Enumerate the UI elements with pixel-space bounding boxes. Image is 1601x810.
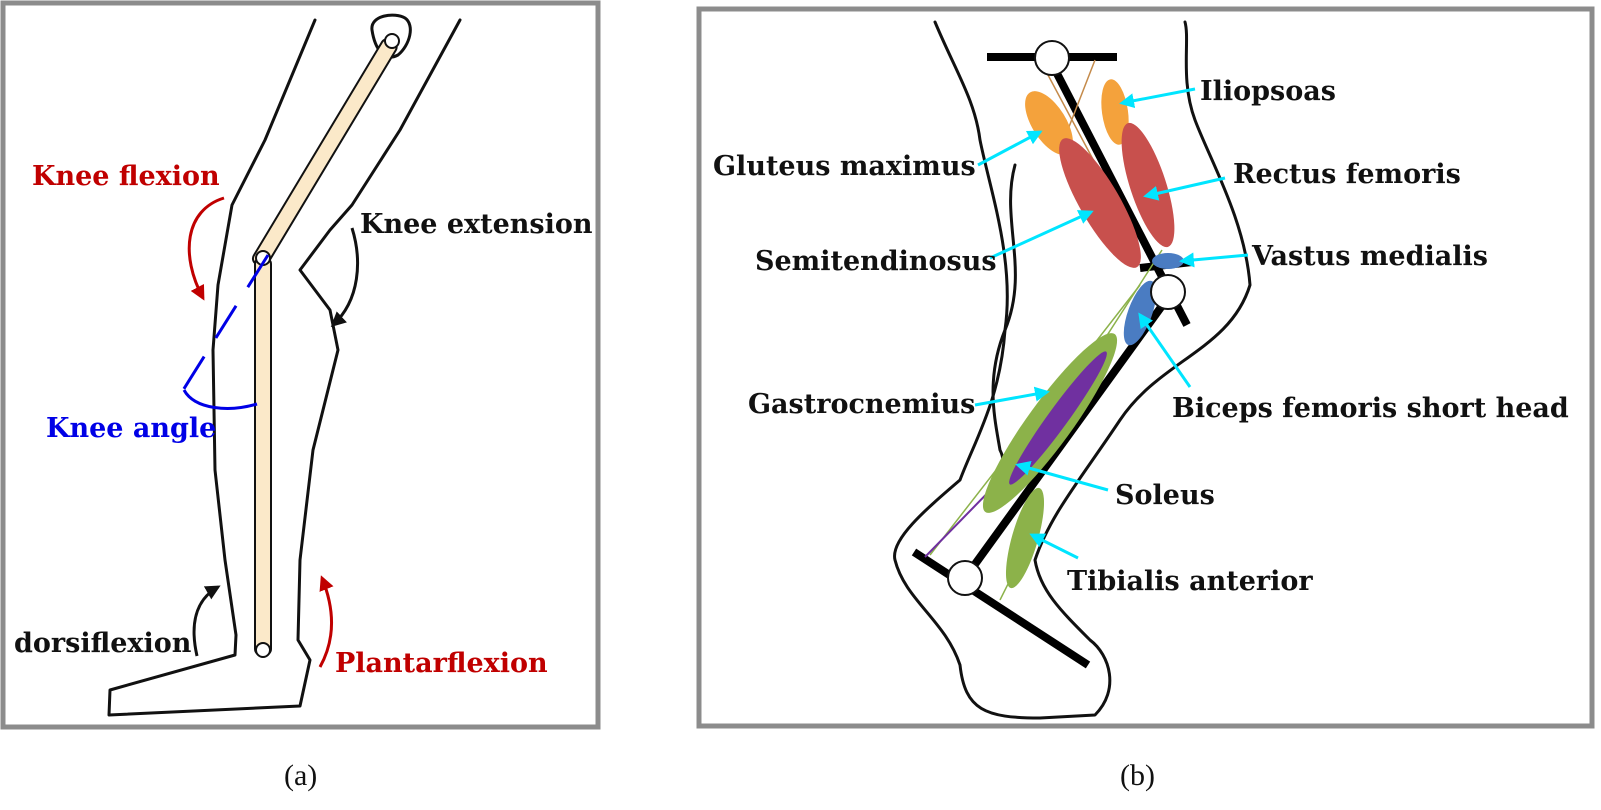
iliopsoas-pointer <box>1119 87 1196 109</box>
knee-flexion-arrow <box>187 196 225 301</box>
foot-bar <box>911 548 1091 669</box>
semitendinosus-muscle <box>1059 138 1141 268</box>
vastus-medialis-pointer <box>1179 252 1249 268</box>
knee-angle-dashed-line <box>178 254 270 396</box>
knee-extension-arrow <box>330 227 360 328</box>
gastrocnemius-label: Gastrocnemius <box>748 389 975 420</box>
soleus-label: Soleus <box>1115 480 1215 511</box>
tibialis-anterior-pointer <box>1029 533 1079 560</box>
rectus-femoris-pointer <box>1143 176 1226 201</box>
soleus-muscle <box>1009 351 1107 485</box>
panel-a-caption: (a) <box>284 759 317 792</box>
rectus-femoris-label: Rectus femoris <box>1233 159 1461 190</box>
dorsiflexion-arrow <box>192 585 221 657</box>
gluteus-maximus-pointer <box>977 130 1043 167</box>
panel-a-frame <box>0 0 601 730</box>
gluteus-maximus-muscle <box>1025 91 1073 155</box>
plantarflexion-label: Plantarflexion <box>335 648 548 679</box>
biceps-femoris-pointer <box>1138 312 1192 388</box>
plantarflexion-arrow <box>318 575 334 668</box>
leg-outline-outer <box>893 20 1252 720</box>
hip-joint <box>384 33 400 49</box>
panel-b-caption: (b) <box>1120 759 1155 792</box>
leg-outline-back <box>107 18 462 717</box>
panel-a: Knee flexion Knee extension Knee angle d… <box>0 0 601 730</box>
panel-b: Iliopsoas Gluteus maximus Rectus femoris… <box>696 6 1595 729</box>
knee-joint-b <box>1150 274 1186 310</box>
rectus-femoris-muscle <box>1121 122 1175 248</box>
dorsiflexion-label: dorsiflexion <box>14 628 192 659</box>
semitendinosus-label: Semitendinosus <box>755 246 997 277</box>
biceps-femoris-short-head-label: Biceps femoris short head <box>1172 393 1569 424</box>
vastus-medialis-label: Vastus medialis <box>1251 241 1488 272</box>
semitendinosus-pointer <box>989 210 1094 260</box>
ankle-joint <box>255 642 271 658</box>
gluteus-maximus-label: Gluteus maximus <box>713 151 976 182</box>
knee-angle-label: Knee angle <box>46 413 216 444</box>
tibia <box>254 257 272 656</box>
tibialis-anterior-muscle <box>1005 487 1045 589</box>
pointer-arrows <box>974 87 1249 560</box>
knee-flexion-label: Knee flexion <box>32 161 220 192</box>
tibialis-anterior-label: Tibialis anterior <box>1067 566 1313 597</box>
hip-joint-b <box>1034 40 1070 76</box>
knee-extension-label: Knee extension <box>360 209 593 240</box>
gastrocnemius-pointer <box>974 386 1050 407</box>
panel-b-frame <box>696 6 1595 729</box>
ankle-joint-b <box>947 560 983 596</box>
iliopsoas-label: Iliopsoas <box>1200 76 1336 107</box>
knee-angle-arc <box>182 389 258 410</box>
soleus-pointer <box>1015 460 1109 492</box>
vastus-medialis-muscle <box>1152 253 1184 269</box>
